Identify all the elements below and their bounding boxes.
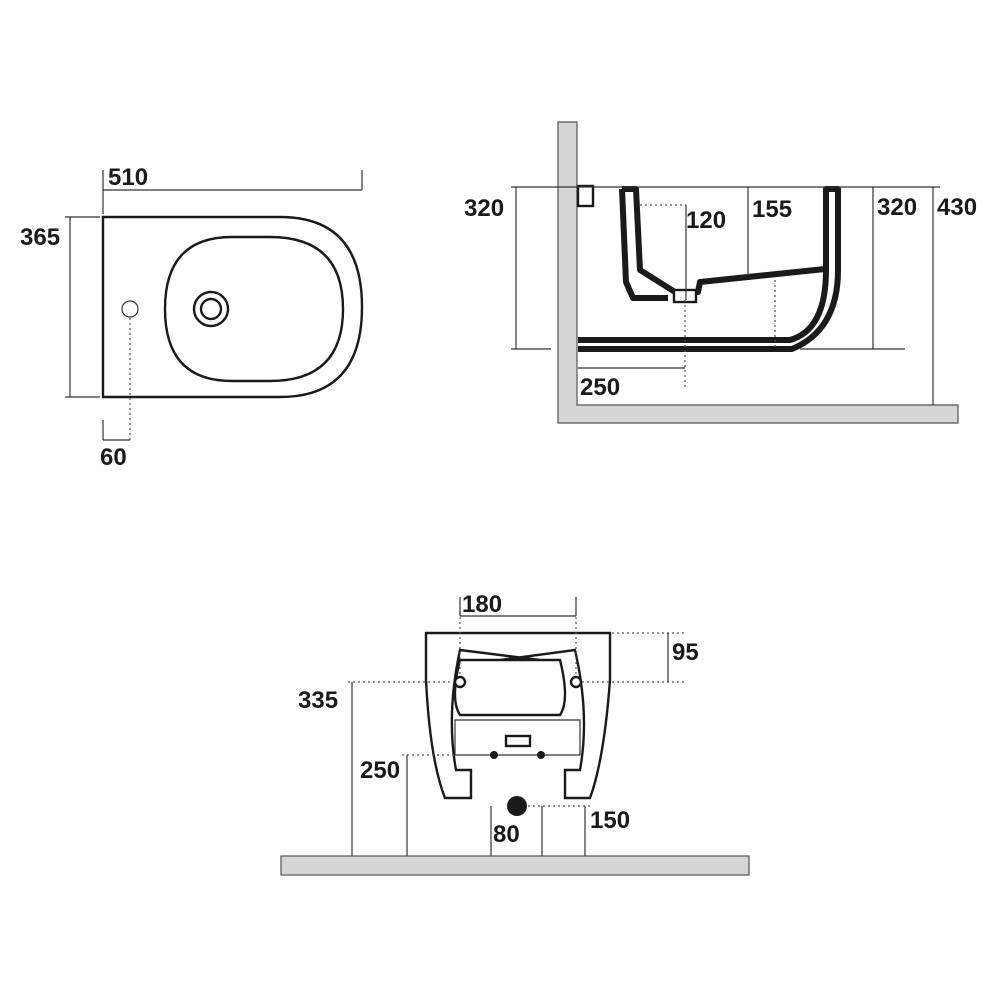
wall-and-floor	[557, 121, 959, 424]
waste-height-label: 150	[590, 807, 630, 834]
inlet-height-label: 250	[360, 757, 400, 784]
fixing-height-label: 335	[298, 687, 338, 714]
rim-height-left-label: 320	[464, 195, 504, 222]
depth-dim-label: 365	[20, 224, 60, 251]
bowl-outline-top	[163, 235, 345, 383]
tap-hole-icon	[121, 300, 139, 318]
fixing-hole-right-icon	[569, 675, 583, 689]
top-view: 510 365 60	[20, 164, 364, 471]
rim-height-right-label: 320	[877, 194, 917, 221]
bidet-rear-outline	[424, 631, 612, 800]
tap-drop-label: 120	[686, 207, 726, 234]
rear-inlet-block	[504, 734, 532, 748]
waste-from-wall-label: 250	[580, 374, 620, 401]
floor-slab	[280, 855, 750, 876]
inlet-dot-left-icon	[490, 751, 498, 759]
wall-height-label: 430	[937, 194, 977, 221]
waste-diameter-label: 80	[493, 821, 520, 848]
inlet-dot-right-icon	[537, 751, 545, 759]
width-dim-label: 510	[108, 164, 148, 191]
fixing-drop-label: 95	[672, 639, 699, 666]
tap-fitting-side	[576, 184, 595, 208]
rear-inner-panel	[454, 719, 581, 756]
tap-offset-dim-label: 60	[100, 444, 127, 471]
fixing-hole-left-icon	[453, 675, 467, 689]
waste-outlet-icon	[507, 796, 527, 816]
side-view: 320 120 155 320 430 250	[464, 121, 977, 424]
fixing-spacing-label: 180	[462, 591, 502, 618]
drain-inner-ring	[199, 297, 223, 321]
tap-to-rim-label: 155	[752, 196, 792, 223]
rear-view: 180 95 335 250 150 80	[280, 591, 750, 876]
